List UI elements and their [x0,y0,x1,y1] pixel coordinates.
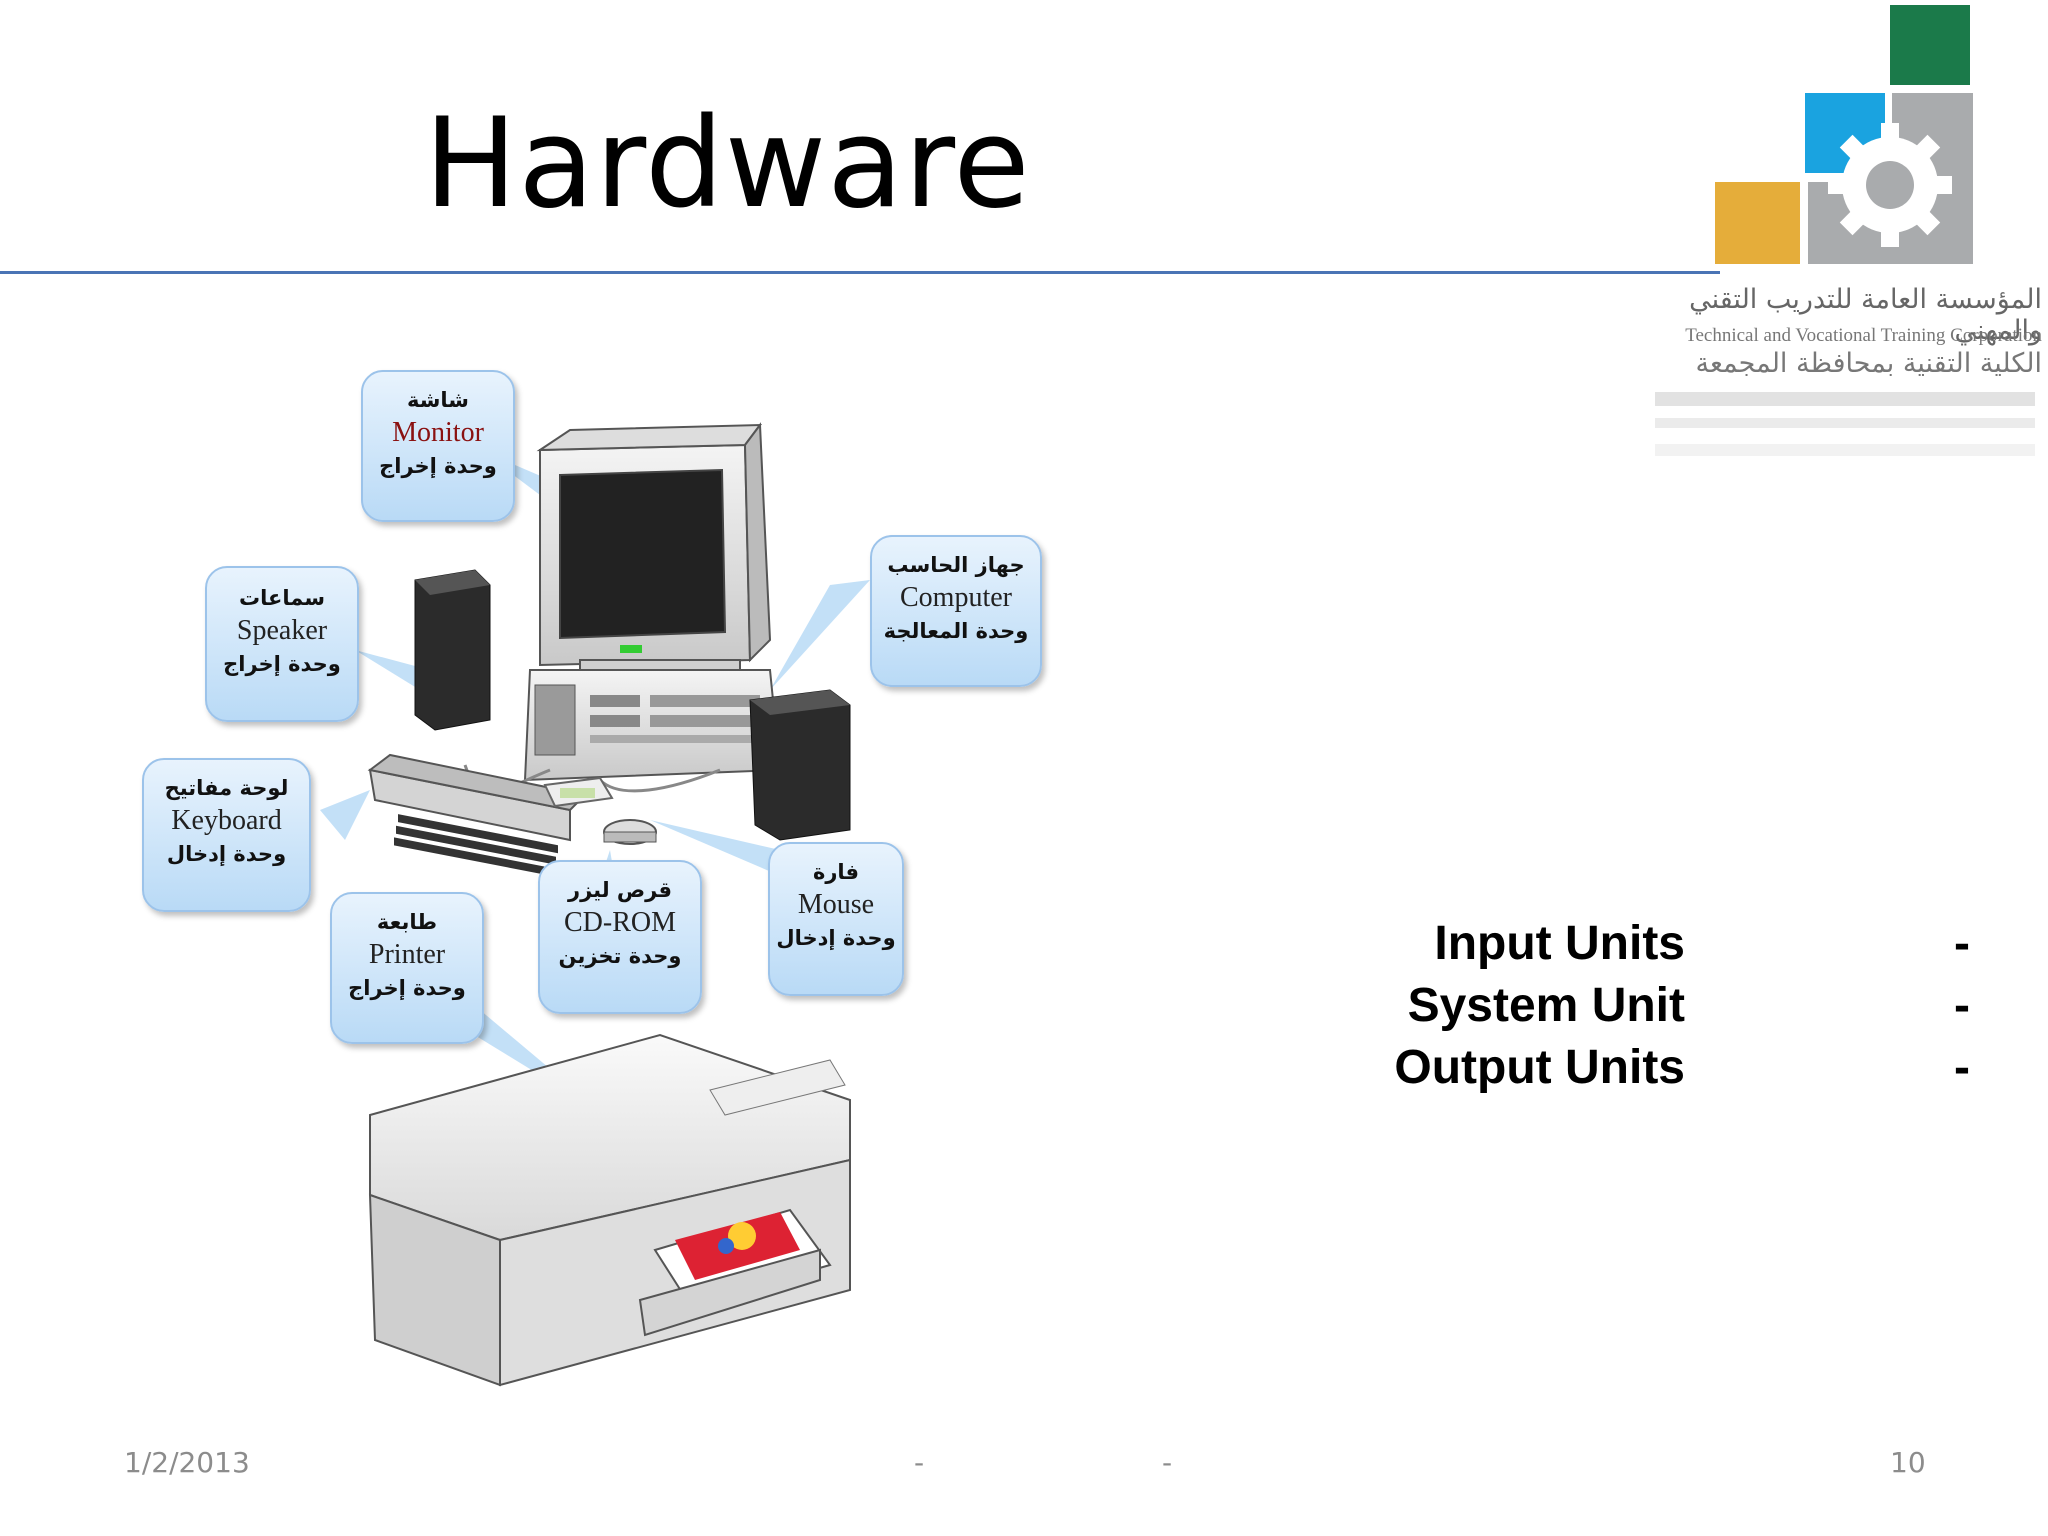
mouse-callout: فارة Mouse وحدة إدخال [768,842,904,996]
unit-label: System Unit [1407,979,1685,1032]
unit-label: Output Units [1394,1041,1685,1094]
hardware-diagram: شاشة Monitor وحدة إخراج جهاز الحاسب Comp… [130,370,1080,1410]
unit-label: Input Units [1434,917,1685,970]
list-item: Output Units - [1330,1040,1970,1102]
speaker-callout: سماعات Speaker وحدة إخراج [205,566,359,722]
slide-title: Hardware [424,92,1031,236]
right-speaker-graphic [749,689,851,841]
tvtc-logo [1715,5,1973,264]
footer-date: 1/2/2013 [124,1446,250,1479]
cdrom-callout: قرص ليزر CD-ROM وحدة تخزين [538,860,702,1014]
logo-faded-reflection [1655,392,2035,456]
mouse-graphic [603,819,657,845]
unit-bullet: - [1954,979,1970,1032]
footer-left-dash: - [914,1446,925,1479]
logo-orange-square [1715,182,1800,264]
logo-name-arabic: المؤسسة العامة للتدريب التقني والمهني [1689,284,2042,346]
monitor-graphic [536,422,772,686]
keyboard-callout: لوحة مفاتيح Keyboard وحدة إدخال [142,758,311,912]
printer-graphic [368,1033,851,1387]
logo-college-arabic: الكلية التقنية بمحافظة المجمعة [1695,348,2042,379]
footer-right-dash: - [1162,1446,1173,1479]
keyboard-graphic [367,753,588,877]
system-unit-graphic [523,669,782,782]
footer-page-number: 10 [1890,1446,1926,1479]
cdrom-graphic [543,776,614,808]
monitor-callout: شاشة Monitor وحدة إخراج [361,370,515,522]
units-list: Input Units - System Unit - Output Units… [1330,916,1970,1102]
gear-icon [1828,123,1952,247]
unit-bullet: - [1954,917,1970,970]
computer-callout: جهاز الحاسب Computer وحدة المعالجة [870,535,1042,687]
printer-callout: طابعة Printer وحدة إخراج [330,892,484,1044]
unit-bullet: - [1954,1041,1970,1094]
logo-name-english: Technical and Vocational Training Corpor… [1685,325,2042,346]
list-item: Input Units - [1330,916,1970,978]
left-speaker-graphic [414,569,491,731]
logo-green-square [1890,5,1970,85]
title-divider [0,271,1720,274]
hardware-illustration [320,422,870,1387]
list-item: System Unit - [1330,978,1970,1040]
